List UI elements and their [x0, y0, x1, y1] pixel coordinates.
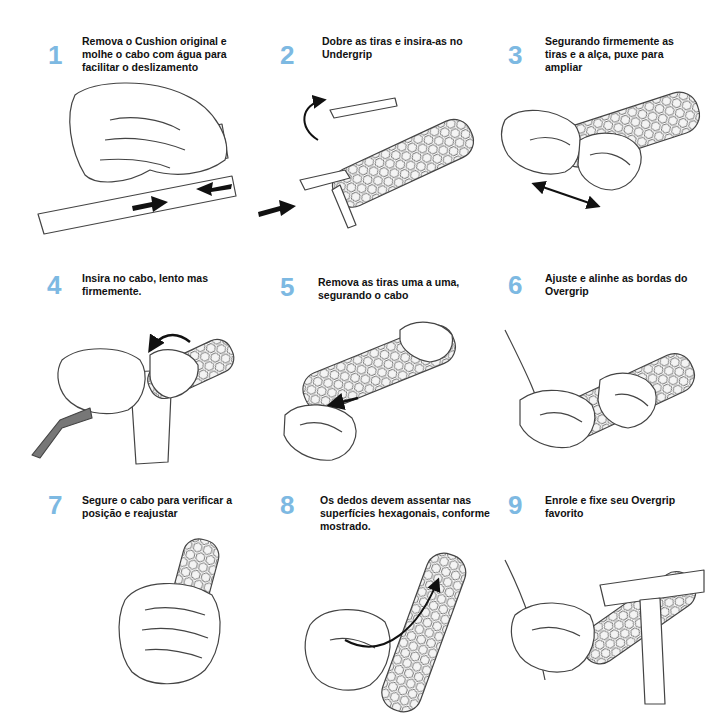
- panel-7-art: [119, 535, 222, 683]
- step-number: 9: [508, 492, 522, 518]
- panel-1-art: [38, 83, 236, 234]
- panel-8-art: [305, 548, 471, 713]
- step-number: 5: [280, 274, 294, 300]
- step-number: 2: [280, 42, 294, 68]
- step-number: 8: [280, 492, 294, 518]
- step-number: 4: [47, 272, 61, 298]
- step-number: 7: [48, 492, 62, 518]
- step-caption: Enrole e fixe seu Overgrip favorito: [545, 494, 695, 520]
- step-caption: Ajuste e alinhe as bordas do Overgrip: [545, 272, 695, 298]
- panel-4-art: [32, 335, 239, 464]
- panel-9-art: [505, 560, 704, 704]
- panel-3-art: [502, 87, 705, 206]
- step-caption: Remova as tiras uma a uma, segurando o c…: [318, 276, 468, 302]
- step-number: 6: [508, 272, 522, 298]
- step-number: 1: [48, 42, 62, 68]
- step-caption: Os dedos devem assentar nas superfícies …: [320, 494, 490, 533]
- step-caption: Segure o cabo para verificar a posição e…: [82, 494, 262, 520]
- step-caption: Remova o Cushion original e molhe o cabo…: [82, 35, 257, 74]
- panel-5-art: [284, 320, 461, 461]
- step-caption: Insira no cabo, lento mas firmemente.: [82, 272, 222, 298]
- step-caption: Segurando firmemente as tiras e a alça, …: [545, 35, 680, 74]
- step-number: 3: [508, 42, 522, 68]
- panel-6-art: [505, 330, 700, 448]
- panel-2-art: [258, 98, 479, 228]
- step-caption: Dobre as tiras e insira-as no Undergrip: [322, 35, 482, 61]
